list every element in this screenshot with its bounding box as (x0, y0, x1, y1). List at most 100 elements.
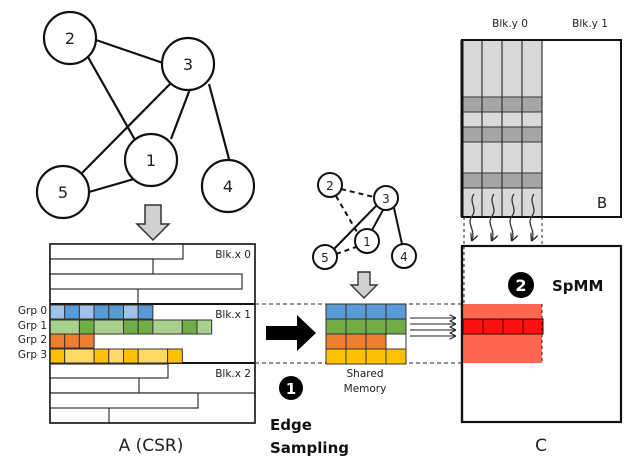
node-label: 4 (223, 177, 233, 196)
sampled-node-4: 4 (391, 243, 417, 269)
shared-memory-cell (385, 348, 407, 365)
nonzero-cell (93, 319, 124, 335)
nonzero-cell (123, 304, 139, 320)
shared-memory-label-2: Memory (344, 383, 387, 395)
down-arrow-small-icon (349, 271, 379, 299)
wavy-arrow-icon (489, 193, 494, 240)
c-output-row (462, 318, 544, 335)
block-x0-rows (49, 243, 243, 304)
step-1-badge: 1 (279, 376, 303, 400)
graph-node-1: 1 (123, 132, 179, 188)
graph-node-5: 5 (35, 164, 91, 220)
shared-memory-cell (325, 333, 347, 350)
matrix-b-label: B (597, 194, 607, 212)
wavy-arrow-icon (509, 193, 514, 240)
edge-5-1 (88, 177, 135, 194)
csr-row (49, 363, 169, 379)
node-label: 4 (400, 250, 408, 264)
nonzero-cell (78, 304, 95, 320)
csr-row (49, 273, 243, 290)
down-arrow-icon (135, 204, 171, 242)
step-2-badge: 2 (508, 272, 534, 298)
shared-memory-cell (385, 333, 407, 350)
nonzero-cell (152, 319, 183, 335)
edge-3-5 (81, 82, 172, 174)
shared-memory-cell (365, 318, 387, 335)
wavy-arrow-icon (529, 193, 534, 240)
group-label-0: Grp 0 (18, 305, 47, 317)
node-label: 2 (65, 29, 75, 48)
b-columns (481, 40, 543, 217)
block-label-x1: Blk.x 1 (215, 309, 251, 321)
sampled-node-2: 2 (317, 172, 343, 198)
c-output-cell (502, 318, 524, 335)
matrix-a-label: A (CSR) (119, 436, 184, 456)
nonzero-cell (93, 348, 110, 364)
edge-3-4 (207, 83, 231, 160)
nonzero-cell (49, 333, 66, 349)
edge-3-1 (169, 88, 192, 140)
nonzero-cell (196, 319, 213, 335)
node-label: 5 (58, 183, 68, 202)
block-label-y0: Blk.y 0 (492, 18, 528, 30)
node-label: 1 (363, 235, 371, 249)
c-output-cell (482, 318, 504, 335)
sampled-node-5: 5 (312, 244, 338, 270)
shared-memory-cell (325, 318, 347, 335)
kept-edge-3-5 (333, 205, 377, 250)
nonzero-cell (93, 304, 110, 320)
sampled-node-1: 1 (354, 228, 380, 254)
group-label-2: Grp 2 (18, 334, 47, 346)
node-label: 3 (382, 192, 390, 206)
group-label-1: Grp 1 (18, 320, 47, 332)
step-1-label-1: Edge (270, 416, 312, 434)
nonzero-cell (137, 319, 154, 335)
c-output-cell (522, 318, 544, 335)
block-label-x0: Blk.x 0 (215, 249, 251, 261)
matrix-a: Blk.x 0 Blk.x 1 Blk.x 2 Grp 0 Grp 1 Grp … (18, 243, 256, 424)
graph-node-2: 2 (42, 10, 98, 66)
block-label-x2: Blk.x 2 (215, 368, 251, 380)
matrix-a-border (49, 243, 256, 424)
right-arrow-icon (266, 315, 316, 351)
nonzero-cell (123, 319, 139, 335)
step-1-number: 1 (286, 380, 296, 398)
nonzero-cell (49, 348, 66, 364)
shared-memory-cell (325, 303, 347, 320)
matrix-c (460, 244, 623, 424)
c-output-cell (462, 318, 484, 335)
node-label: 1 (146, 151, 156, 170)
csr-row (49, 258, 154, 275)
kept-edge-3-1 (371, 209, 384, 231)
graph-node-3: 3 (160, 36, 216, 92)
nonzero-cell (64, 348, 95, 364)
nonzero-cell (137, 304, 154, 320)
edge-2-3 (95, 38, 164, 65)
dropped-edge-2-3 (340, 188, 375, 198)
shared-memory-cell (325, 348, 347, 365)
nonzero-cell (49, 304, 66, 320)
shared-memory-grid (325, 303, 407, 365)
shared-memory-cell (365, 348, 387, 365)
node-label: 5 (321, 251, 329, 265)
nonzero-cell (137, 348, 169, 364)
shared-memory-cell (345, 348, 367, 365)
nonzero-cell (181, 319, 198, 335)
nonzero-cell (108, 348, 125, 364)
node-label: 3 (183, 55, 193, 74)
nonzero-cell (49, 319, 80, 335)
nonzero-cell (167, 348, 183, 364)
wavy-arrow-icon (469, 193, 474, 240)
shared-memory-cell (385, 303, 407, 320)
shared-memory-cell (345, 333, 367, 350)
load-arrows (410, 318, 455, 336)
csr-row (49, 392, 199, 409)
step-2-label: SpMM (552, 277, 603, 295)
csr-row (49, 243, 184, 260)
kept-edges (333, 205, 403, 250)
sampled-node-3: 3 (373, 185, 399, 211)
shared-memory-label-1: Shared (347, 368, 384, 380)
shared-memory-cell (345, 318, 367, 335)
nonzero-cell (64, 304, 80, 320)
